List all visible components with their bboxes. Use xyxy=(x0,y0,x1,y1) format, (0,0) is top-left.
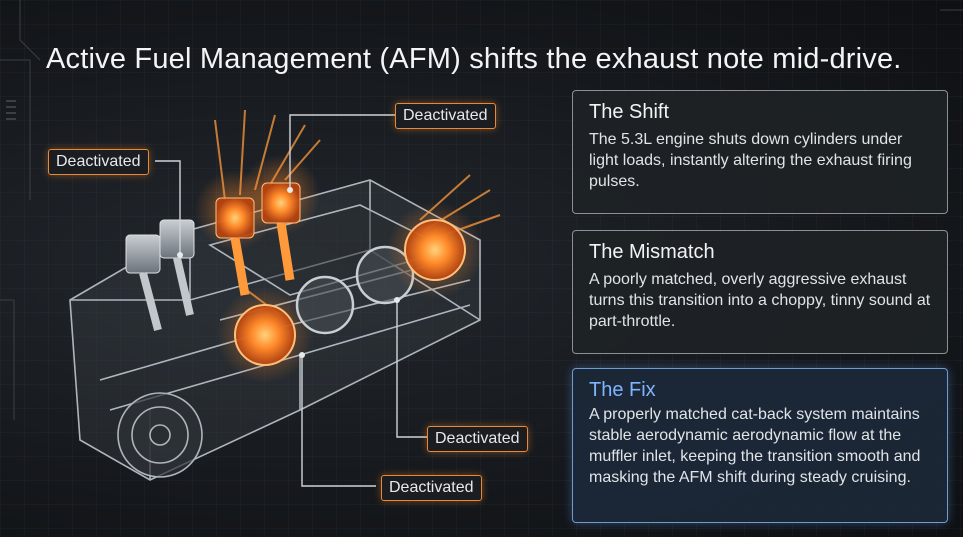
card-heading: The Mismatch xyxy=(589,241,715,263)
card-heading: The Shift xyxy=(589,101,670,123)
callout-leaders xyxy=(155,114,427,487)
cylinder-bores xyxy=(217,202,483,383)
card-the-fix: The Fix A properly matched cat-back syst… xyxy=(572,368,948,523)
callout-deactivated-3: Deactivated xyxy=(427,426,528,452)
crank-pulley xyxy=(117,392,203,478)
card-body: A properly matched cat-back system maint… xyxy=(589,406,921,486)
card-heading: The Fix xyxy=(589,379,656,401)
callout-deactivated-1: Deactivated xyxy=(48,149,149,175)
card-the-shift: The Shift The 5.3L engine shuts down cyl… xyxy=(572,90,948,214)
card-body: The 5.3L engine shuts down cylinders und… xyxy=(589,131,912,190)
card-the-mismatch: The Mismatch A poorly matched, overly ag… xyxy=(572,230,948,354)
engine-diagram xyxy=(69,109,501,487)
pistons-active xyxy=(125,219,195,332)
card-body: A poorly matched, overly aggressive exha… xyxy=(589,271,931,330)
callout-deactivated-4: Deactivated xyxy=(381,475,482,501)
page-title: Active Fuel Management (AFM) shifts the … xyxy=(46,43,902,76)
leader-dots xyxy=(177,187,400,358)
callout-deactivated-2: Deactivated xyxy=(395,103,496,129)
pistons-deactivated xyxy=(195,155,320,296)
